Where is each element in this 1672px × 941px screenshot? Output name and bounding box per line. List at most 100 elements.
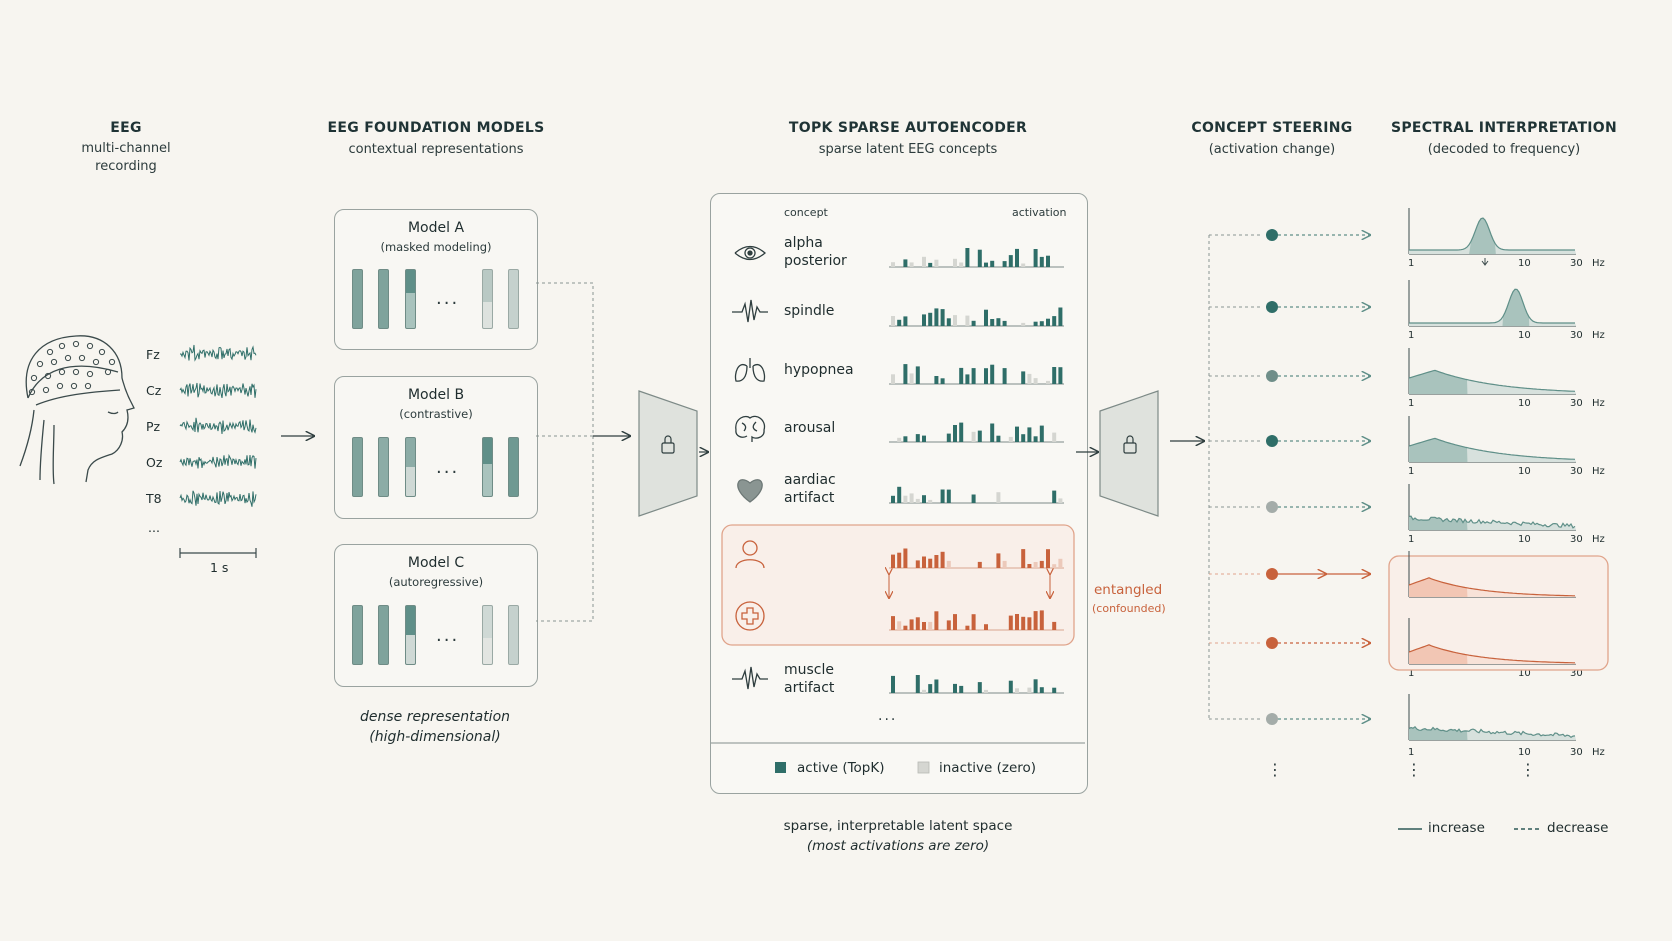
entangled-label: entangled [1094,582,1163,598]
spectrum-area [1409,577,1576,597]
embedding-bar [405,269,416,329]
tick-label-30: 30 [1570,466,1583,477]
model-c-desc: (autoregressive) [388,575,484,589]
concepts-more: ... [878,708,898,724]
tick-label-10: 10 [1518,330,1531,341]
sae-note-line1: sparse, interpretable latent space [783,818,1013,834]
spectrum-band-highlight [1409,516,1468,530]
tick-label-10: 10 [1518,258,1531,269]
tick-label-30: 30 [1570,601,1583,612]
tick-label-1: 1 [1408,258,1415,269]
encoder-label: encoder [644,462,691,476]
spectrum-area [1409,644,1576,664]
spectrum-area [1409,726,1576,740]
decoder-block [1099,390,1159,517]
embedding-bar [508,269,519,329]
steering-node [1266,637,1278,649]
spectral-more-right: ⋮ [1520,760,1536,779]
steering-node [1266,501,1278,513]
spectral-subtitle: (decoded to frequency) [1427,142,1581,157]
eeg-trace [180,344,257,362]
sae-subtitle: sparse latent EEG concepts [818,142,998,157]
spectrum-band-highlight [1409,438,1468,462]
encoder-block [638,390,698,517]
tick-label-1: 1 [1408,534,1415,545]
spectrum-band-highlight [1502,289,1530,326]
tick-label-hz: Hz [1592,330,1605,341]
legend-decrease-label: decrease [1547,820,1609,836]
legend-active-label: active (TopK) [797,760,885,776]
channel-label-pz: Pz [146,419,161,434]
tick-label-30: 30 [1570,668,1583,679]
spectrum-curve [1409,288,1575,324]
channel-label-fz: Fz [146,347,160,362]
tick-label-10: 10 [1518,534,1531,545]
eeg-subtitle-2: recording [95,159,157,174]
spectrum-curve [1408,725,1576,739]
eeg-trace [179,382,257,399]
model-b-desc: (contrastive) [399,407,473,421]
eeg-header: EEG multi-channel recording [48,120,204,176]
spectral-title: SPECTRAL INTERPRETATION [1390,120,1618,136]
spectrum-curve [1408,577,1575,597]
foundation-subtitle: contextual representations [348,142,524,157]
steering-node [1266,301,1278,313]
steering-node [1266,229,1278,241]
concept-column-header: concept [784,206,828,219]
spectrum-area [1409,218,1576,254]
spectrum-band-highlight [1409,644,1468,664]
spectrum-curve [1408,515,1576,529]
embedding-bar [482,605,493,665]
tick-label-30: 30 [1570,398,1583,409]
spectrum-area [1409,438,1576,462]
embedding-bar [378,269,389,329]
embedding-bar [405,605,416,665]
model-c-box: Model C (autoregressive) ... [334,544,538,687]
activation-column-header: activation [1012,206,1067,219]
steering-node [1266,568,1278,580]
model-a-title: Model A [407,220,465,236]
dense-note: dense representation (high-dimensional) [334,707,536,747]
concept-label-hypopnea: hypopnea [784,362,854,378]
model-c-title: Model C [407,555,465,571]
eeg-title: EEG [110,120,142,136]
embedding-bar [482,437,493,497]
spectrum-curve [1409,217,1575,251]
steering-node [1266,713,1278,725]
tick-label-hz: Hz [1592,534,1605,545]
embedding-bar [482,269,493,329]
steering-node [1266,435,1278,447]
eeg-trace [179,490,257,507]
spectrum-band-highlight [1469,218,1496,254]
eeg-subtitle-1: multi-channel [81,141,171,156]
model-a-box: Model A (masked modeling) ... [334,209,538,350]
dense-note-line1: dense representation [359,709,511,725]
eeg-trace [179,417,257,435]
dense-note-line2: (high-dimensional) [369,729,501,745]
time-scale-label: 1 s [210,560,229,575]
tick-label-10: 10 [1518,747,1531,758]
decoder-label: decoder [1108,462,1155,476]
peak-marker-icon [1481,258,1489,266]
tick-label-10: 10 [1518,668,1531,679]
ellipsis: ... [436,457,460,478]
spectral-header: SPECTRAL INTERPRETATION (decoded to freq… [1386,120,1622,159]
tick-label-1: 1 [1408,330,1415,341]
tick-label-30: 30 [1570,330,1583,341]
tick-label-30: 30 [1570,258,1583,269]
tick-label-1: 1 [1408,747,1415,758]
steering-more: ⋮ [1267,760,1283,779]
concept-label-age: age [784,546,811,562]
steering-node [1266,370,1278,382]
tick-label-10: 10 [1518,601,1531,612]
steering-subtitle: (activation change) [1208,142,1336,157]
spectral-more-left: ⋮ [1406,760,1422,779]
embedding-bar [378,605,389,665]
entangled-spectra-box [1388,555,1609,671]
embedding-bar [352,437,363,497]
channel-label-cz: Cz [146,383,162,398]
